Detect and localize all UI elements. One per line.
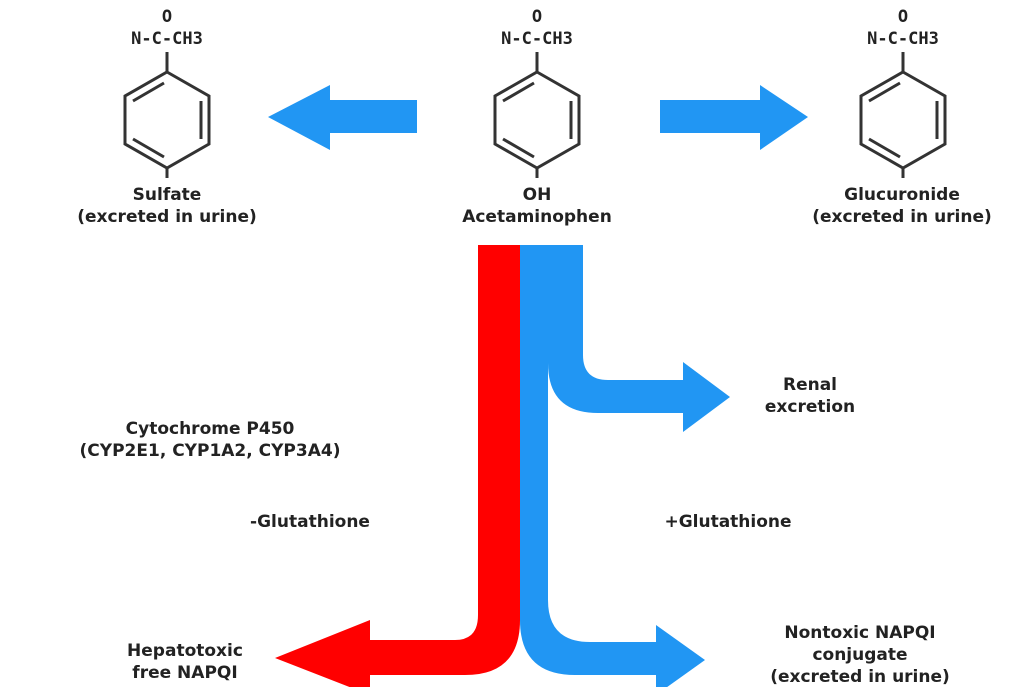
sulfate-oxygen: O [161, 7, 173, 27]
glucuronide-oxygen: O [897, 7, 909, 27]
nontoxic-line3: (excreted in urine) [770, 667, 950, 687]
arrow-hepatotoxic-napqi [275, 245, 520, 691]
acetaminophen-label: OH Acetaminophen [417, 184, 657, 228]
cytochrome-label: Cytochrome P450 (CYP2E1, CYP1A2, CYP3A4) [15, 418, 405, 462]
arrow-to-glucuronide [660, 85, 808, 150]
nontoxic-line2: conjugate [812, 645, 908, 665]
glucuronide-note: (excreted in urine) [812, 207, 992, 227]
acetaminophen-molecule [493, 52, 581, 178]
nontoxic-line1: Nontoxic NAPQI [784, 623, 936, 643]
arrow-renal-excretion [548, 245, 730, 432]
sulfate-name: Sulfate [132, 185, 202, 205]
plus-glutathione-label: +Glutathione [664, 512, 792, 532]
renal-line2: excretion [764, 397, 856, 417]
arrow-to-sulfate [268, 85, 417, 150]
cytochrome-line2: (CYP2E1, CYP1A2, CYP3A4) [79, 441, 341, 461]
hepatotoxic-line1: Hepatotoxic [127, 641, 243, 661]
sulfate-label: Sulfate (excreted in urine) [17, 184, 317, 228]
acetaminophen-hydroxyl: OH [522, 185, 552, 205]
hepatotoxic-line2: free NAPQI [132, 663, 238, 683]
nontoxic-label: Nontoxic NAPQI conjugate (excreted in ur… [700, 622, 1020, 688]
acetaminophen-name: Acetaminophen [462, 207, 612, 227]
renal-line1: Renal [782, 375, 838, 395]
hepatotoxic-label: Hepatotoxic free NAPQI [95, 640, 275, 684]
acetaminophen-oxygen: O [531, 7, 543, 27]
glucuronide-amide: N-C-CH3 [867, 29, 939, 49]
renal-excretion-label: Renal excretion [740, 374, 880, 418]
glucuronide-molecule [859, 52, 947, 178]
sulfate-amide: N-C-CH3 [131, 29, 203, 49]
glucuronide-name: Glucuronide [844, 185, 960, 205]
sulfate-note: (excreted in urine) [77, 207, 257, 227]
acetaminophen-amide: N-C-CH3 [501, 29, 573, 49]
cytochrome-line1: Cytochrome P450 [125, 419, 295, 439]
sulfate-molecule [123, 52, 211, 178]
glucuronide-label: Glucuronide (excreted in urine) [770, 184, 1034, 228]
arrow-nontoxic-conjugate [520, 245, 705, 691]
minus-glutathione-label: -Glutathione [250, 512, 370, 532]
